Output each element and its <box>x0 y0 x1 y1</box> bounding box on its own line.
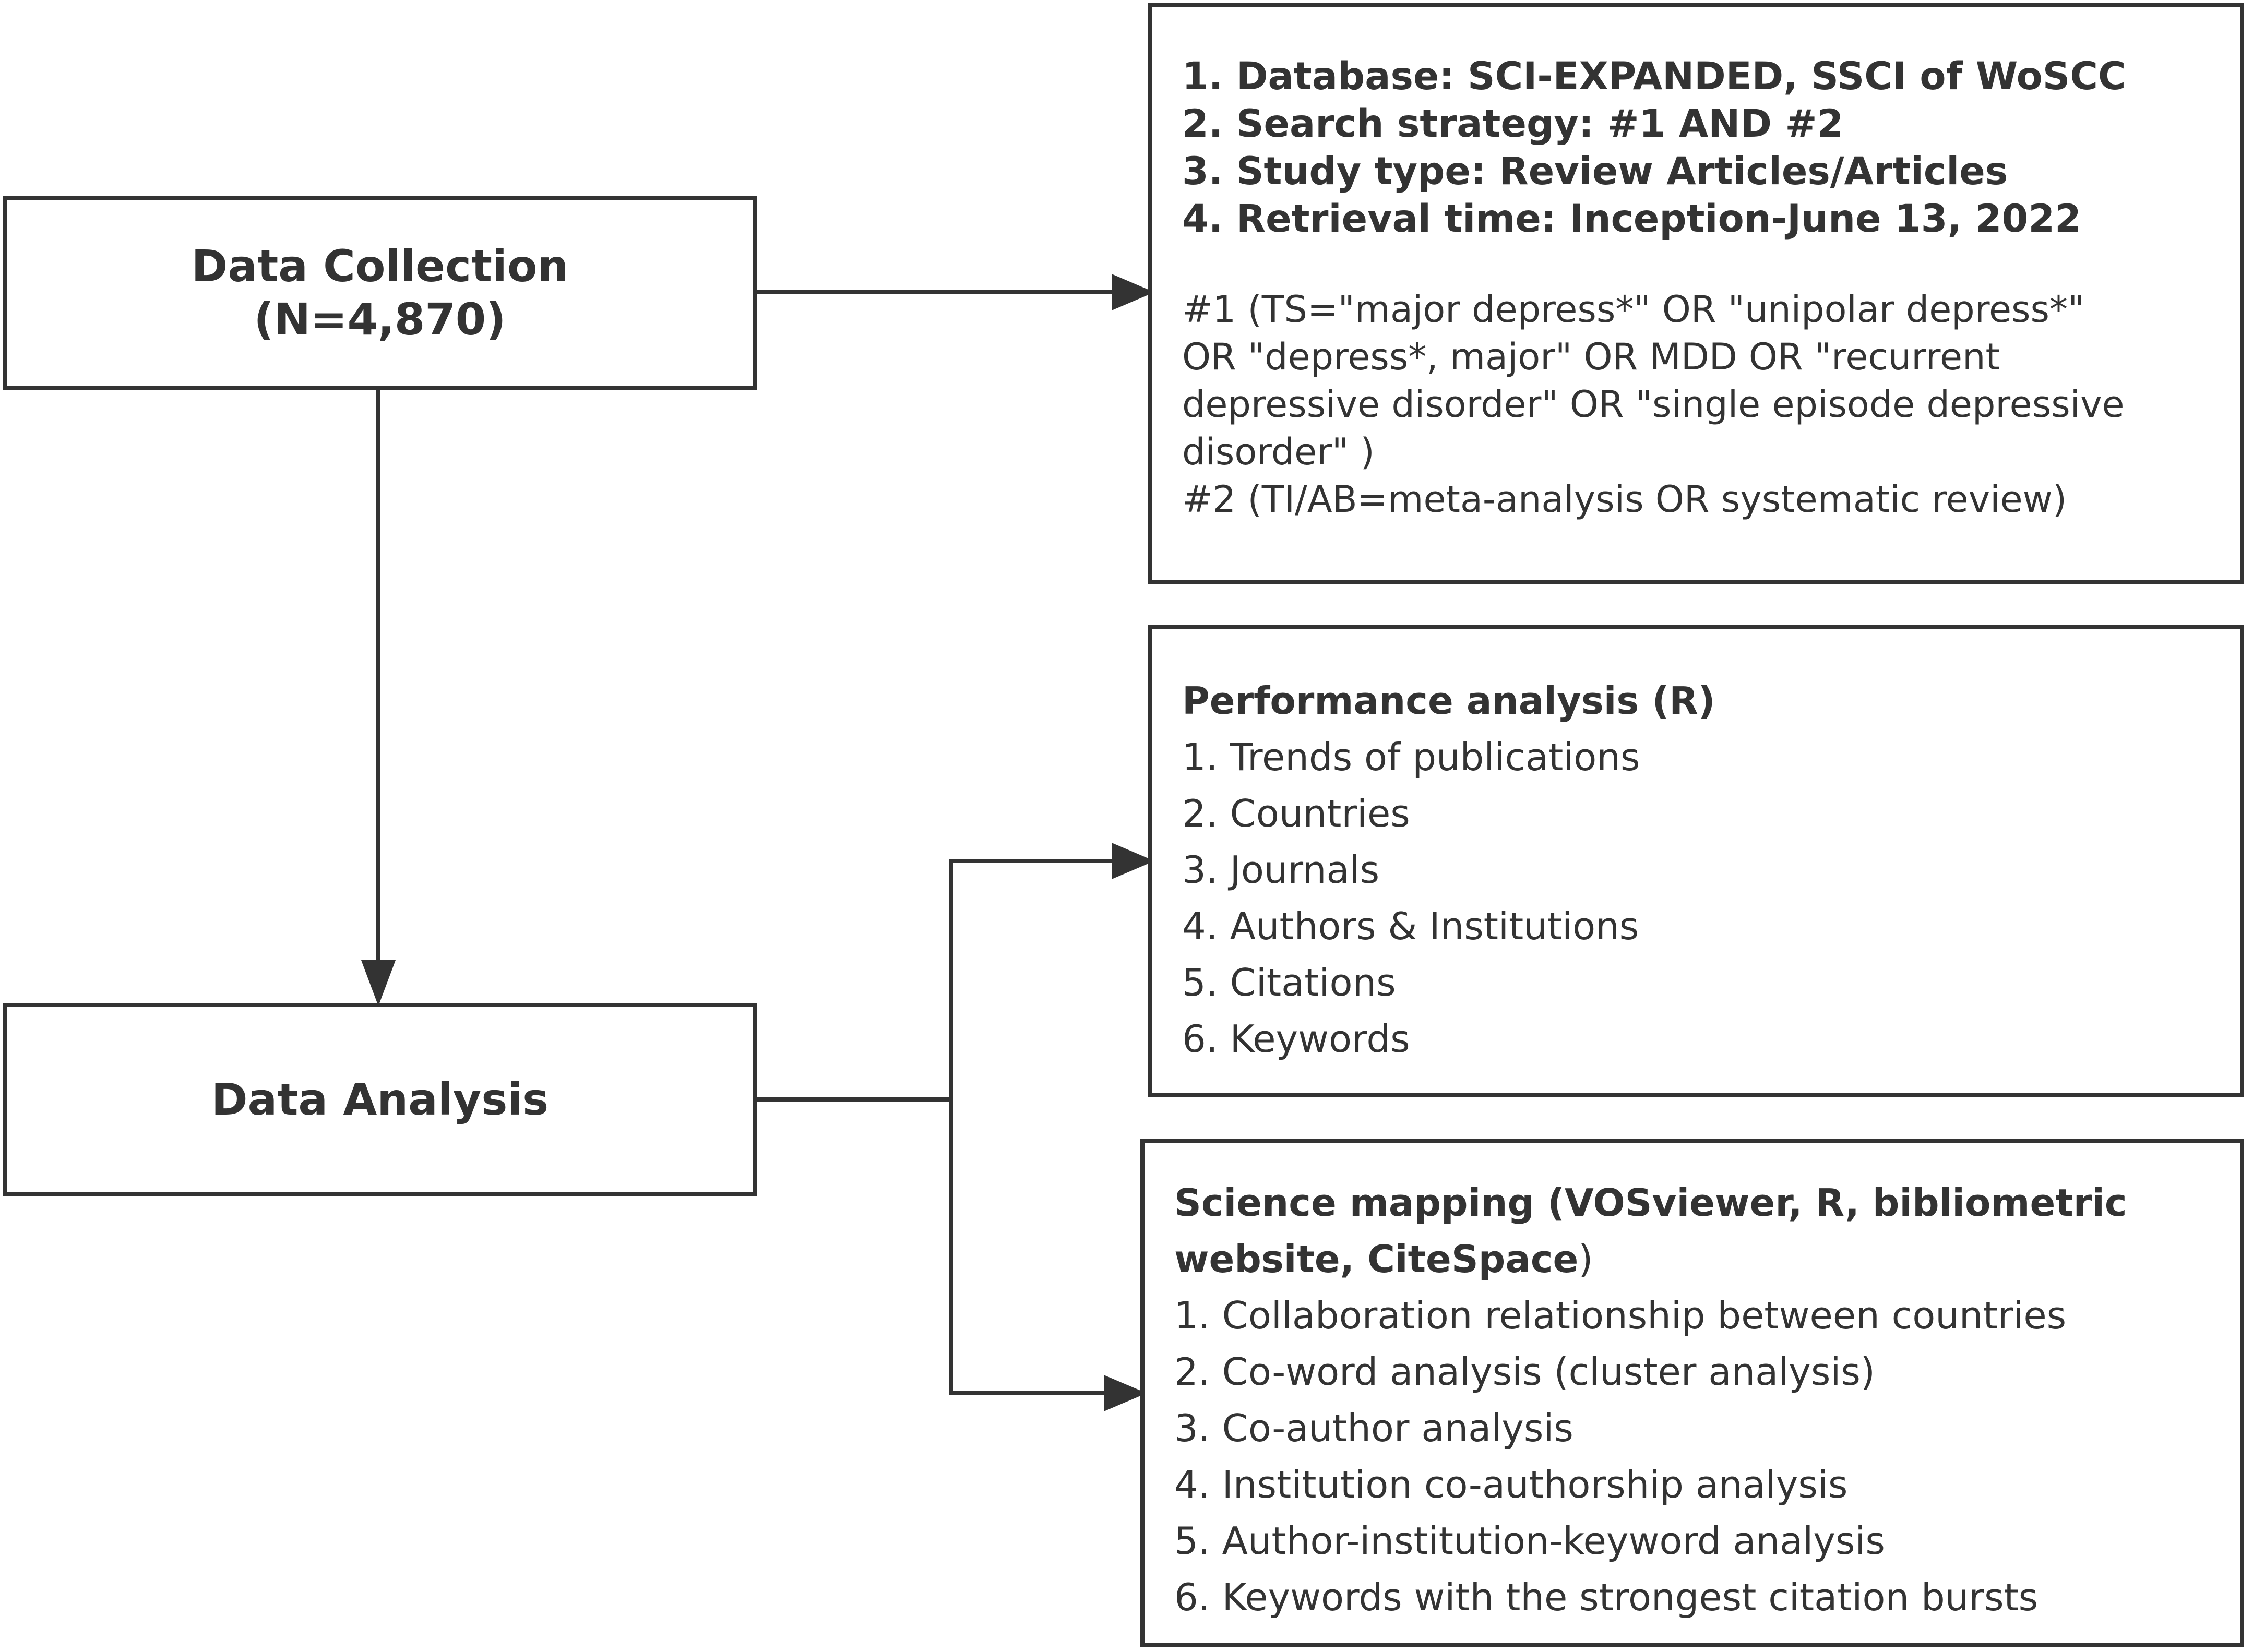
criteria-line: 4. Retrieval time: Inception-June 13, 20… <box>1182 197 2081 241</box>
mapping-heading-paren: ) <box>1578 1237 1593 1281</box>
criteria-line: 3. Study type: Review Articles/Articles <box>1182 149 2008 194</box>
mapping-item: 4. Institution co-authorship analysis <box>1174 1463 1848 1506</box>
mapping-item: 3. Co-author analysis <box>1174 1406 1573 1450</box>
query-line: #1 (TS="major depress*" OR "unipolar dep… <box>1182 288 2085 331</box>
data-collection-box: Data Collection (N=4,870) <box>3 196 757 390</box>
mapping-item: 2. Co-word analysis (cluster analysis) <box>1174 1350 1875 1394</box>
criteria-line: 1. Database: SCI-EXPANDED, SSCI of WoSCC <box>1182 54 2126 99</box>
performance-item: 6. Keywords <box>1182 1017 1410 1061</box>
mapping-heading: Science mapping (VOSviewer, R, bibliomet… <box>1174 1181 2127 1225</box>
performance-item: 5. Citations <box>1182 961 1396 1004</box>
arrow-to-mapping <box>949 1099 1117 1395</box>
arrowhead-search <box>1112 274 1154 310</box>
arrowhead-performance <box>1112 843 1154 879</box>
data-analysis-title: Data Analysis <box>211 1074 549 1125</box>
performance-item: 4. Authors & Institutions <box>1182 904 1639 948</box>
performance-item: 3. Journals <box>1182 848 1380 892</box>
search-criteria-box: 1. Database: SCI-EXPANDED, SSCI of WoSCC… <box>1148 3 2244 584</box>
query-line: depressive disorder" OR "single episode … <box>1182 383 2125 426</box>
data-collection-title: Data Collection <box>191 241 569 292</box>
data-analysis-box: Data Analysis <box>3 1003 757 1196</box>
science-mapping-box: Science mapping (VOSviewer, R, bibliomet… <box>1140 1139 2244 1647</box>
mapping-item: 5. Author-institution-keyword analysis <box>1174 1519 1885 1563</box>
query-line: #2 (TI/AB=meta-analysis OR systematic re… <box>1182 478 2067 521</box>
arrowhead-mapping <box>1104 1375 1147 1411</box>
mapping-heading-tools: website, CiteSpace <box>1174 1237 1579 1281</box>
arrow-to-performance <box>949 859 1122 1099</box>
mapping-heading-continued: website, CiteSpace) <box>1174 1231 2219 1287</box>
performance-item: 2. Countries <box>1182 792 1410 835</box>
criteria-line: 2. Search strategy: #1 AND #2 <box>1182 102 1844 146</box>
query-line: disorder" ) <box>1182 430 1375 473</box>
performance-analysis-box: Performance analysis (R) 1. Trends of pu… <box>1148 625 2244 1097</box>
performance-item: 1. Trends of publications <box>1182 735 1640 779</box>
mapping-item: 6. Keywords with the strongest citation … <box>1174 1575 2039 1619</box>
query-line: OR "depress*, major" OR MDD OR "recurren… <box>1182 336 2000 378</box>
mapping-item: 1. Collaboration relationship between co… <box>1174 1294 2067 1337</box>
data-collection-count: (N=4,870) <box>254 294 506 345</box>
performance-heading: Performance analysis (R) <box>1182 679 1715 723</box>
spacer <box>1182 243 2219 286</box>
arrowhead-analysis <box>361 960 396 1006</box>
